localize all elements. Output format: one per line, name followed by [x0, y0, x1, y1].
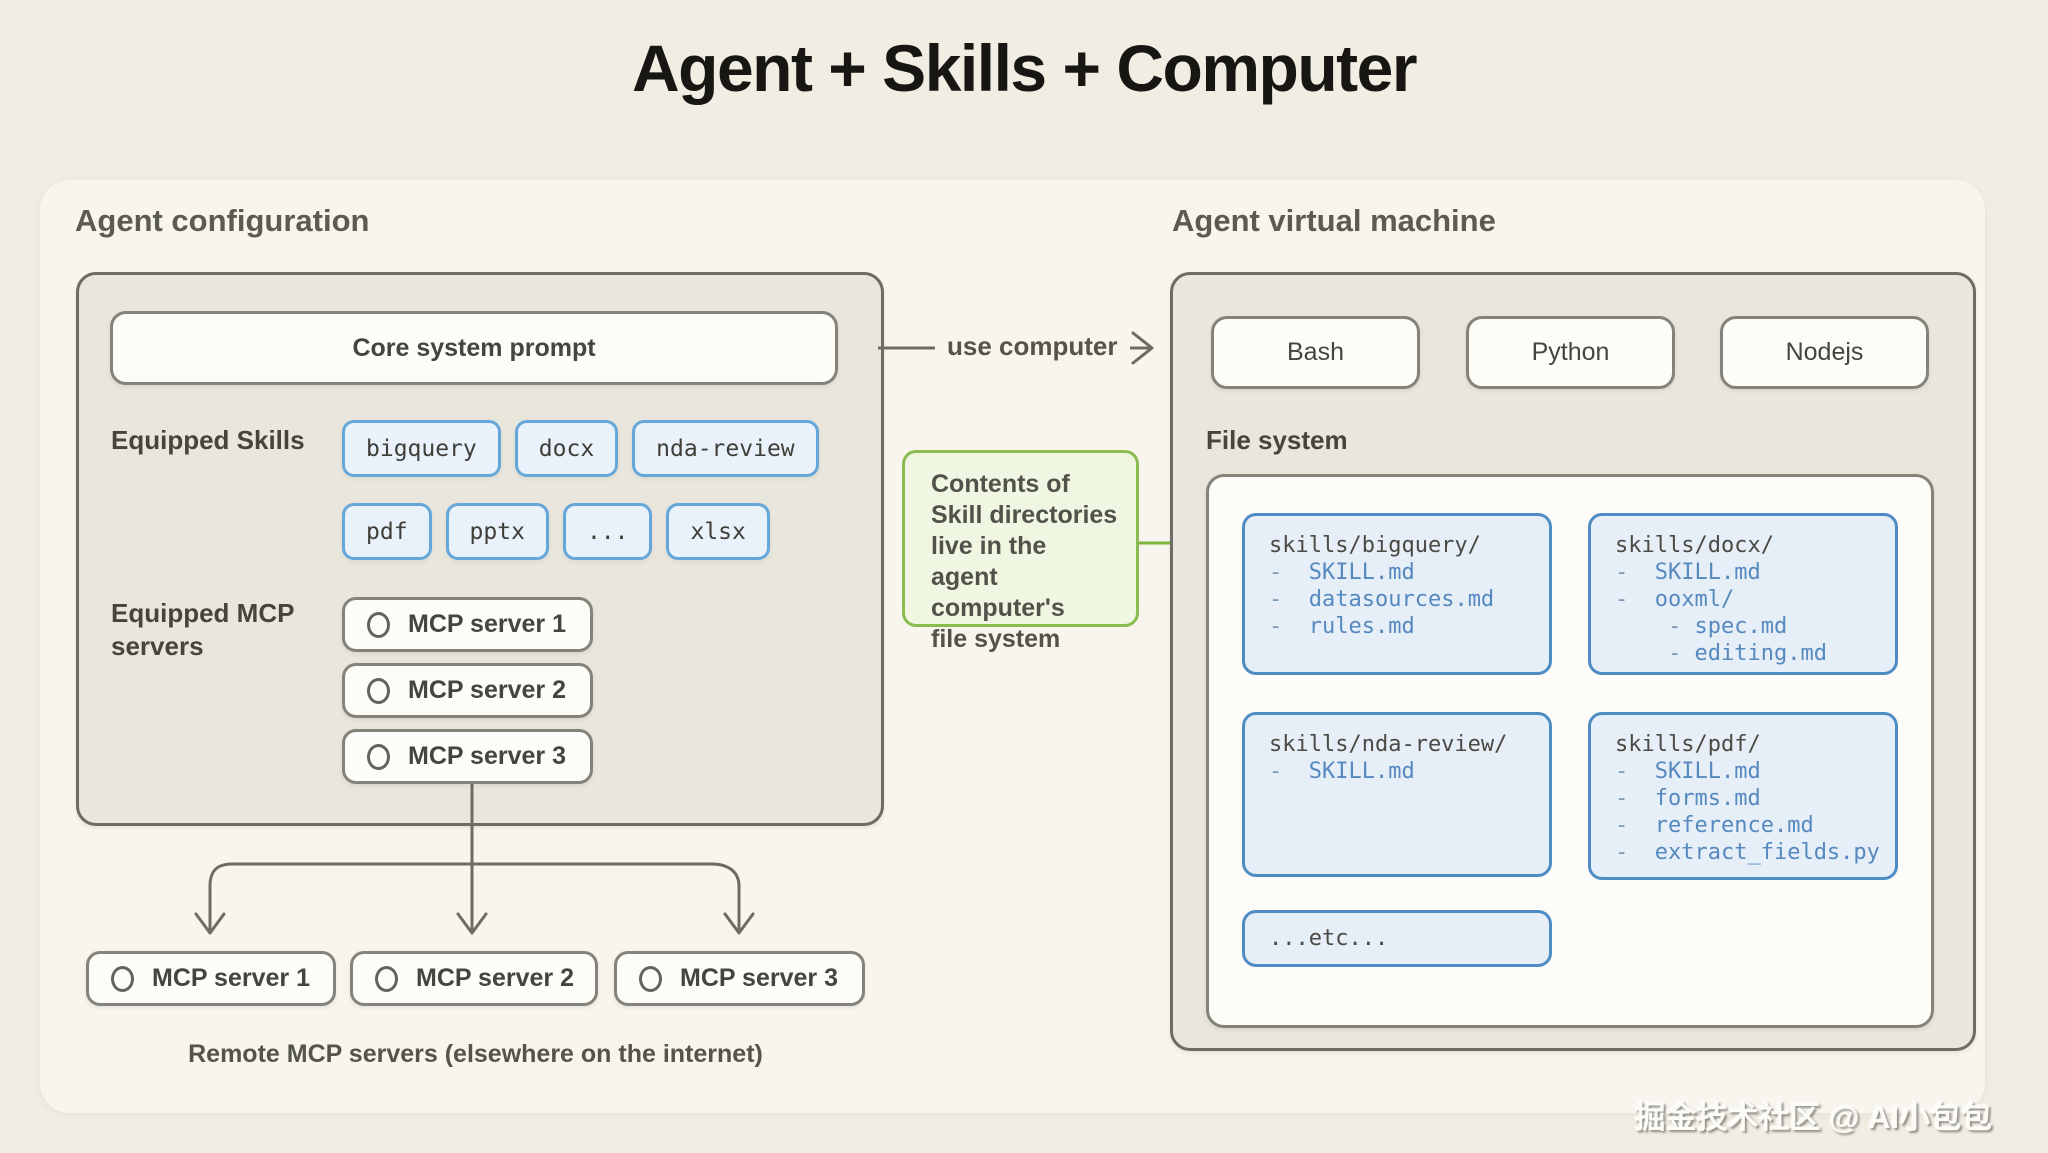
equipped-mcp-label: Equipped MCP servers — [111, 598, 294, 662]
agent-config-header: Agent configuration — [75, 203, 370, 238]
runtime-box: Bash — [1211, 316, 1420, 389]
core-system-prompt-box: Core system prompt — [110, 311, 838, 385]
server-label: MCP server 1 — [408, 610, 566, 638]
server-circle-icon — [111, 965, 134, 992]
runtime-box: Nodejs — [1720, 316, 1929, 389]
file-name: ooxml/ — [1654, 587, 1735, 612]
equipped-skills-label: Equipped Skills — [111, 425, 305, 455]
file-name: editing.md — [1694, 641, 1827, 666]
fs-card: skills/pdf/- SKILL.md- forms.md- referen… — [1588, 712, 1898, 880]
server-circle-icon — [367, 611, 390, 638]
skills-note-line: agent computer's — [931, 563, 1065, 622]
skills-note-line: Skill directories — [931, 501, 1118, 529]
file-name: rules.md — [1308, 614, 1415, 639]
page-title: Agent + Skills + Computer — [631, 31, 1418, 105]
skill-chip: pptx — [445, 503, 549, 560]
file-dash: - — [1269, 560, 1309, 585]
fs-card-file: - SKILL.md — [1269, 559, 1549, 586]
file-dash: - — [1615, 587, 1655, 612]
fs-card-file: - forms.md — [1615, 785, 1895, 812]
file-dash: - — [1615, 786, 1655, 811]
core-system-prompt-label: Core system prompt — [352, 333, 596, 362]
fs-card: skills/docx/- SKILL.md- ooxml/ - spec.md… — [1588, 513, 1898, 675]
server-circle-icon — [639, 965, 662, 992]
fs-card-etc: ...etc... — [1242, 910, 1552, 967]
file-dash: - — [1269, 587, 1309, 612]
file-name: datasources.md — [1308, 587, 1495, 612]
fs-card: skills/bigquery/- SKILL.md- datasources.… — [1242, 513, 1552, 675]
file-name: reference.md — [1654, 813, 1814, 838]
server-circle-icon — [375, 965, 398, 992]
fs-card-file: - datasources.md — [1269, 586, 1549, 613]
file-dash: - — [1615, 813, 1655, 838]
file-name: spec.md — [1694, 614, 1788, 639]
fs-card-header: skills/bigquery/ — [1269, 533, 1481, 558]
skill-chip: xlsx — [666, 503, 770, 560]
fs-card-file: - SKILL.md — [1615, 559, 1895, 586]
file-name: extract_fields.py — [1654, 840, 1880, 865]
file-name: SKILL.md — [1654, 560, 1761, 585]
server-label: MCP server 2 — [408, 676, 566, 704]
remote-mcp-server-box: MCP server 3 — [614, 951, 865, 1006]
remote-mcp-server-box: MCP server 1 — [86, 951, 336, 1006]
fs-card-header: skills/nda-review/ — [1269, 732, 1508, 757]
skill-chip: nda-review — [632, 420, 819, 477]
fs-card-file: - SKILL.md — [1269, 758, 1549, 785]
use-computer-label: use computer — [935, 331, 1130, 362]
file-name: forms.md — [1654, 786, 1761, 811]
file-system-label: File system — [1206, 425, 1348, 455]
file-dash: - — [1615, 840, 1655, 865]
skills-note-line: file system — [931, 625, 1061, 653]
skill-chip: ... — [562, 503, 653, 560]
equipped-mcp-server-box: MCP server 2 — [342, 663, 593, 718]
runtime-box: Python — [1466, 316, 1675, 389]
skills-note-box: Contents of Skill directories live in the a… — [902, 450, 1139, 653]
remote-mcp-caption: Remote MCP servers (elsewhere on the int… — [188, 1040, 763, 1068]
fs-card-header: skills/docx/ — [1615, 533, 1774, 558]
fs-card: skills/nda-review/- SKILL.md — [1242, 712, 1552, 877]
skill-chip: pdf — [342, 503, 432, 560]
file-name: SKILL.md — [1654, 759, 1761, 784]
fs-card-file: - ooxml/ — [1615, 586, 1895, 613]
server-label: MCP server 1 — [152, 964, 310, 992]
server-circle-icon — [367, 743, 390, 770]
file-dash: - — [1615, 560, 1655, 585]
server-label: MCP server 3 — [680, 964, 838, 992]
remote-mcp-server-box: MCP server 2 — [350, 951, 598, 1006]
file-name: SKILL.md — [1308, 560, 1415, 585]
fs-card-header: skills/pdf/ — [1615, 732, 1761, 757]
fs-card-file: - reference.md — [1615, 812, 1895, 839]
file-dash: - — [1615, 614, 1695, 639]
watermark: 掘金技术社区 @ AI小包包 — [1634, 1100, 1992, 1135]
file-name: SKILL.md — [1308, 759, 1415, 784]
fs-card-file: - extract_fields.py — [1615, 839, 1895, 866]
skills-note-line: Contents of — [931, 470, 1070, 498]
fs-card-file: - spec.md — [1615, 613, 1895, 640]
server-label: MCP server 3 — [408, 742, 566, 770]
skill-chip: docx — [514, 420, 619, 477]
fs-card-file: - rules.md — [1269, 613, 1549, 640]
agent-vm-header: Agent virtual machine — [1172, 203, 1496, 238]
equipped-mcp-server-box: MCP server 1 — [342, 597, 593, 652]
file-dash: - — [1269, 759, 1309, 784]
equipped-mcp-server-box: MCP server 3 — [342, 729, 593, 784]
fs-card-file: - SKILL.md — [1615, 758, 1895, 785]
skill-chip: bigquery — [342, 420, 501, 477]
file-dash: - — [1615, 641, 1695, 666]
skills-note-line: live in the — [931, 532, 1047, 560]
server-circle-icon — [367, 677, 390, 704]
file-dash: - — [1269, 614, 1309, 639]
file-dash: - — [1615, 759, 1655, 784]
fs-card-file: - editing.md — [1615, 640, 1895, 667]
server-label: MCP server 2 — [416, 964, 574, 992]
